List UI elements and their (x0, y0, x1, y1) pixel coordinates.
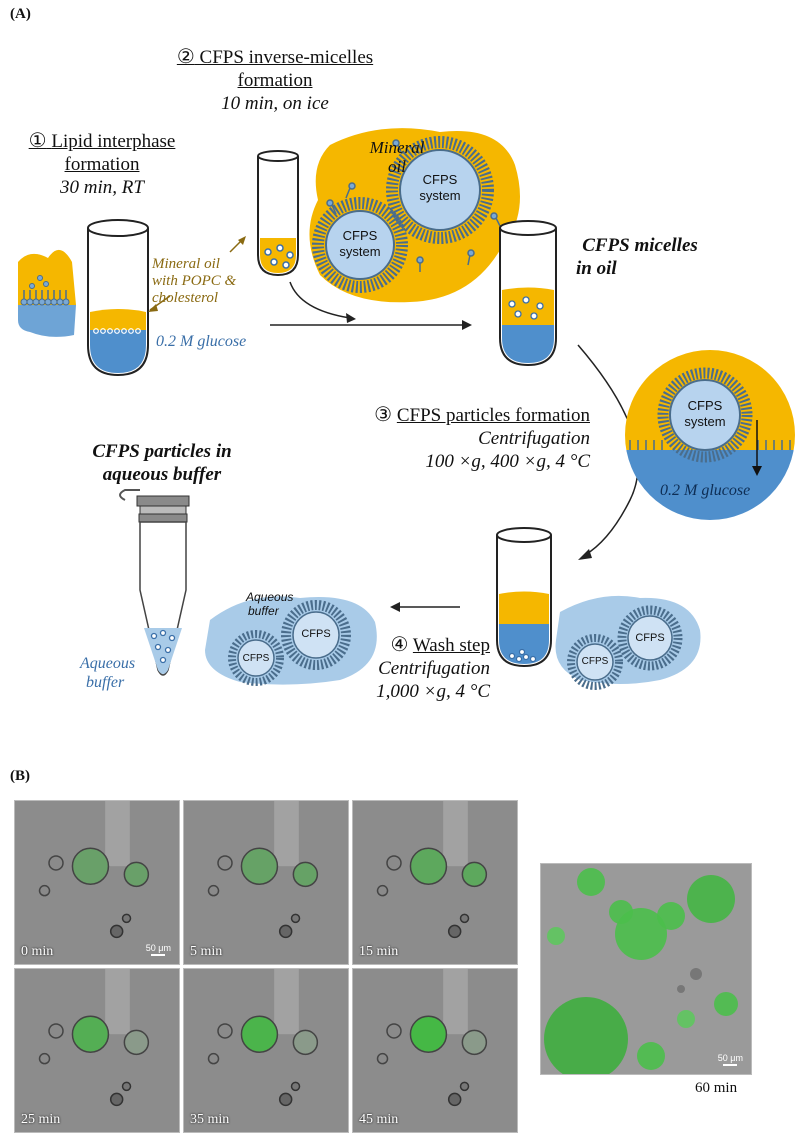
scale-bar-text: 50 μm (145, 943, 171, 953)
cfps-label-right-small: CFPS (581, 656, 609, 667)
step2-subtitle: 10 min, on ice (221, 93, 329, 114)
step4-sub2: 1,000 ×g, 4 °C (376, 681, 490, 702)
step1-heading: ① Lipid interphase formation 30 min, RT (12, 130, 192, 199)
step3-heading: ③ CFPS particles formation Centrifugatio… (330, 404, 590, 473)
step1-title-line1: Lipid interphase (51, 131, 176, 152)
micelle-oil-blob (309, 128, 520, 303)
step1-interface-blob (18, 249, 76, 337)
tube-3 (499, 220, 557, 367)
aqueous-blob-left (205, 596, 377, 686)
step3-number: ③ (374, 404, 393, 426)
step4-title: Wash step (412, 635, 490, 656)
microscopy-frame-image (184, 801, 348, 964)
microscopy-60min-image (541, 864, 751, 1074)
blob-buffer-label: Aqueous buffer (246, 590, 293, 618)
cfps-label-left-small: CFPS (242, 653, 270, 664)
cfps-system-label-big: CFPS system (410, 172, 470, 204)
step2-title-line1: CFPS inverse-micelles (199, 47, 374, 68)
cfps-system-small-line1: CFPS (342, 228, 378, 243)
microscopy-60min: 50 μm (540, 863, 752, 1075)
blob-buffer-line2: buffer (248, 604, 279, 618)
particles-title-line1: CFPS particles in (92, 441, 232, 462)
step1-title-line2: formation (64, 154, 140, 175)
cfps-micelles-line1: CFPS micelles (582, 235, 698, 256)
step4-sub1: Centrifugation (378, 658, 490, 679)
mineral-oil-bubble-line1: Mineral (369, 138, 425, 157)
cfps-system-big-line1: CFPS (422, 172, 458, 187)
frame-time-label: 25 min (21, 1112, 61, 1127)
final-time-label: 60 min (695, 1080, 738, 1096)
scale-bar: 50 μm (146, 943, 171, 956)
mineral-oil-line1: Mineral oil (152, 256, 220, 272)
microscopy-frame: 0 min 50 μm (14, 800, 180, 965)
frame-time-label: 0 min (21, 944, 54, 959)
frame-time-label: 15 min (359, 944, 399, 959)
eppendorf-buffer-line1: Aqueous (80, 655, 136, 672)
scale-bar-line (151, 954, 166, 956)
step2-number: ② (176, 46, 195, 68)
mineral-oil-bubble-label: Mineral oil (362, 138, 432, 176)
frame-time-label: 35 min (190, 1112, 230, 1127)
cfps-system-label-small: CFPS system (330, 228, 390, 260)
frame-time-label: 45 min (359, 1112, 399, 1127)
step4-heading: ④ Wash step Centrifugation 1,000 ×g, 4 °… (340, 634, 490, 703)
cfps-system-label-zoom: CFPS system (675, 398, 735, 430)
step1-number: ① (28, 130, 47, 152)
microscopy-frame-image (353, 969, 517, 1132)
mineral-oil-bubble-line2: oil (388, 157, 406, 176)
microscopy-frame: 45 min (352, 968, 518, 1133)
mineral-oil-line2: with POPC & (152, 273, 237, 289)
step2-heading: ② CFPS inverse-micelles formation 10 min… (155, 46, 395, 115)
cfps-label-left-big: CFPS (301, 628, 331, 640)
tube-2 (257, 150, 299, 277)
step4-number: ④ (390, 634, 409, 656)
tube-4 (496, 527, 552, 668)
panel-b-label: (B) (10, 768, 30, 784)
mineral-oil-label: Mineral oil with POPC & cholesterol (152, 256, 262, 307)
eppendorf-tube (119, 489, 190, 676)
tube-1 (87, 219, 149, 377)
microscopy-frame: 15 min (352, 800, 518, 965)
zoom-circle (625, 350, 795, 520)
mineral-oil-line3: cholesterol (152, 290, 219, 306)
cfps-micelles-label: CFPS micelles in oil (560, 234, 720, 280)
scale-bar-60min: 50 μm (718, 1053, 743, 1066)
particles-title: CFPS particles in aqueous buffer (62, 440, 262, 486)
microscopy-frame-image (15, 969, 179, 1132)
step3-sub1: Centrifugation (478, 428, 590, 449)
frame-time-label: 5 min (190, 944, 223, 959)
microscopy-frame: 35 min (183, 968, 349, 1133)
microscopy-frame: 5 min (183, 800, 349, 965)
cfps-label-right-big: CFPS (635, 632, 665, 644)
glucose-label: 0.2 M glucose (156, 333, 247, 350)
microscopy-frame-image (184, 969, 348, 1132)
eppendorf-buffer-label: Aqueous buffer (80, 654, 135, 692)
scale-bar-60min-text: 50 μm (717, 1053, 743, 1063)
cfps-system-big-line2: system (419, 188, 461, 203)
cfps-system-zoom-line2: system (684, 414, 726, 429)
panel-a-diagram (18, 128, 795, 690)
particles-title-line2: aqueous buffer (102, 464, 222, 485)
blob-buffer-line1: Aqueous (246, 590, 294, 604)
step2-title-line2: formation (237, 70, 313, 91)
step1-subtitle: 30 min, RT (60, 177, 144, 198)
eppendorf-buffer-line2: buffer (86, 674, 125, 691)
zoom-glucose-label: 0.2 M glucose (660, 482, 751, 499)
microscopy-frame-image (353, 801, 517, 964)
microscopy-frame: 25 min (14, 968, 180, 1133)
step3-sub2: 100 ×g, 400 ×g, 4 °C (425, 451, 590, 472)
panel-a-label: (A) (10, 6, 31, 22)
aqueous-blob-right (555, 595, 701, 690)
cfps-system-small-line2: system (339, 244, 381, 259)
cfps-system-zoom-line1: CFPS (687, 398, 723, 413)
cfps-micelles-line2: in oil (576, 258, 617, 279)
step3-title: CFPS particles formation (396, 405, 590, 426)
microscopy-frame-image (15, 801, 179, 964)
